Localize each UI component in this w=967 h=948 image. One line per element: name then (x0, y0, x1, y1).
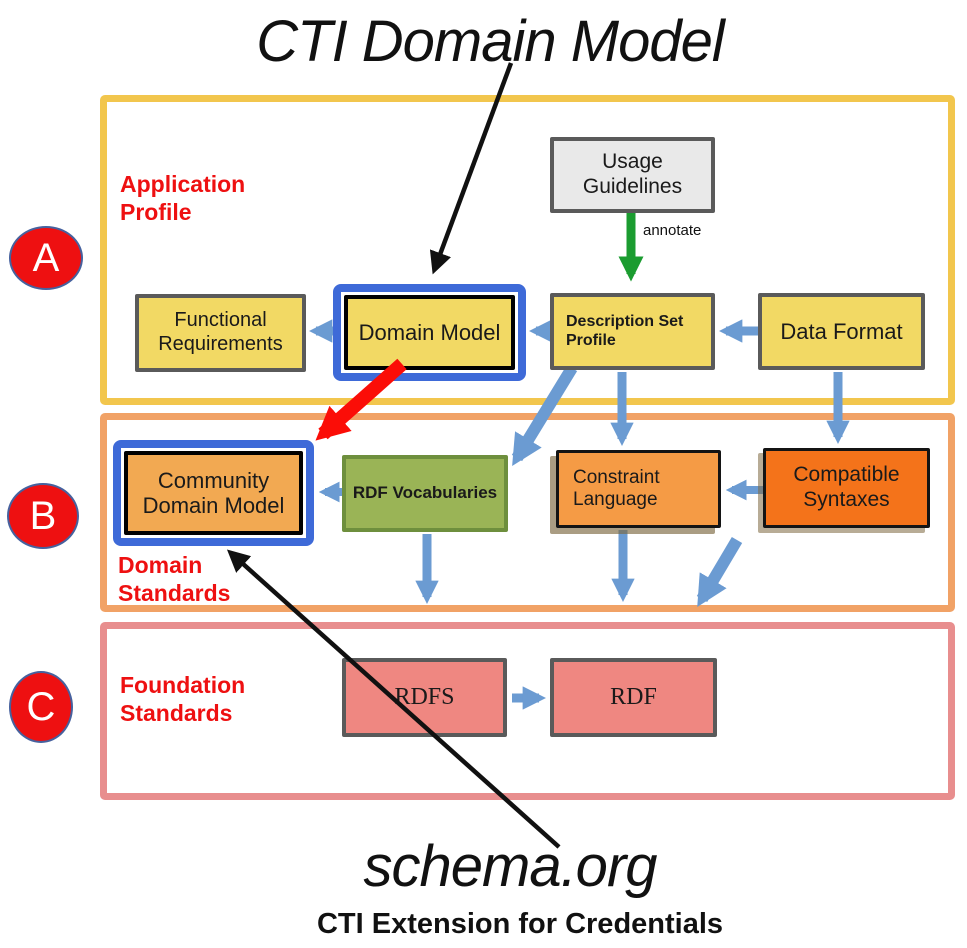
domain-model-label: Domain Model (358, 319, 501, 345)
rdf-vocabularies-label: RDF Vocabularies (352, 483, 498, 503)
circle-a: A (9, 226, 83, 290)
data-format-label: Data Format (780, 318, 903, 344)
foundation-standards-label: Foundation Standards (120, 672, 246, 727)
functional-requirements-label: Functional Requirements (158, 309, 283, 355)
circle-c: C (9, 671, 73, 743)
arrow-description-set-profile-to-rdf-vocabularies (511, 364, 578, 466)
annotate-label: annotate (643, 222, 702, 239)
circle-b: B (7, 483, 79, 549)
community-domain-model-inner: Community Domain Model (124, 451, 303, 535)
circle-c-letter: C (26, 684, 56, 729)
compatible-syntaxes-label: Compatible Syntaxes (793, 463, 900, 511)
description-set-profile-label: Description Set Profile (566, 312, 684, 349)
footer-subtitle: CTI Extension for Credentials (316, 908, 724, 940)
arrow-compatible-syntaxes-down (696, 536, 743, 608)
rdf-label: RDF (610, 684, 657, 711)
circle-b-letter: B (29, 493, 57, 538)
description-set-profile-box: Description Set Profile (550, 293, 715, 370)
constraint-language-box: Constraint Language (556, 450, 721, 528)
community-domain-model-label: Community Domain Model (142, 467, 285, 518)
application-profile-label: Application Profile (120, 171, 246, 226)
constraint-language-label: Constraint Language (573, 466, 660, 510)
rdf-box: RDF (550, 658, 717, 737)
domain-model-inner: Domain Model (344, 295, 515, 370)
circle-a-letter: A (32, 235, 60, 280)
functional-requirements-box: Functional Requirements (135, 294, 306, 372)
usage-guidelines-box: Usage Guidelines (550, 137, 715, 213)
data-format-box: Data Format (758, 293, 925, 370)
rdfs-label: RDFS (394, 684, 455, 711)
domain-standards-label: Domain Standards (118, 552, 231, 607)
usage-guidelines-label: Usage Guidelines (582, 150, 683, 198)
domain-model-box: Domain Model (333, 284, 526, 381)
compatible-syntaxes-box: Compatible Syntaxes (763, 448, 930, 528)
rdf-vocabularies-box: RDF Vocabularies (342, 455, 508, 532)
rdfs-box: RDFS (342, 658, 507, 737)
community-domain-model-box: Community Domain Model (113, 440, 314, 546)
